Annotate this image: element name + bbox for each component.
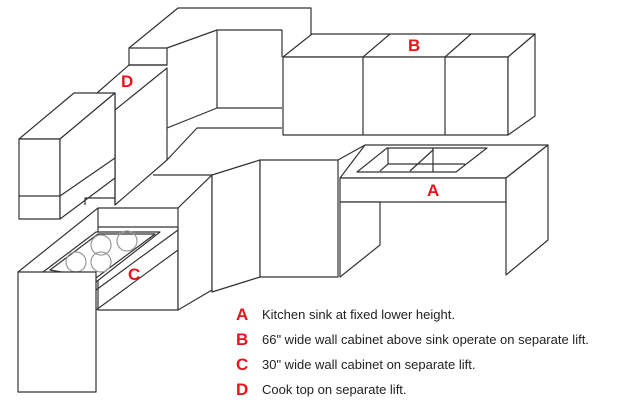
legend-key: A — [236, 304, 249, 324]
label-c: C — [128, 265, 141, 284]
base-cabinet-end — [17, 271, 97, 393]
legend-text: Cook top on separate lift. — [262, 382, 407, 397]
legend-text: Kitchen sink at fixed lower height. — [262, 307, 455, 322]
legend-key: D — [236, 379, 249, 399]
wall-cabinet-left — [18, 92, 116, 220]
burner — [90, 234, 112, 256]
legend-item-d: D Cook top on separate lift. — [236, 377, 589, 402]
base-corner-cabinet — [211, 144, 366, 293]
sink-counter-a — [339, 144, 549, 278]
legend-item-b: B 66" wide wall cabinet above sink operat… — [236, 327, 589, 352]
wall-cabinet-b — [282, 33, 536, 136]
upper-corner-cabinet — [128, 7, 312, 129]
stove-unit-c — [17, 174, 213, 311]
label-d: D — [121, 72, 134, 91]
legend-key: B — [236, 329, 249, 349]
legend-item-c: C 30" wide wall cabinet on separate lift. — [236, 352, 589, 377]
burner — [116, 230, 138, 252]
legend-item-a: A Kitchen sink at fixed lower height. — [236, 302, 589, 327]
burner — [90, 251, 112, 273]
sink-basin — [356, 147, 488, 173]
legend-key: C — [236, 354, 249, 374]
label-a: A — [427, 181, 440, 200]
legend-text: 66" wide wall cabinet above sink operate… — [262, 332, 589, 347]
legend-text: 30" wide wall cabinet on separate lift. — [262, 357, 476, 372]
legend: A Kitchen sink at fixed lower height. B 66… — [236, 302, 589, 402]
label-b: B — [408, 36, 421, 55]
